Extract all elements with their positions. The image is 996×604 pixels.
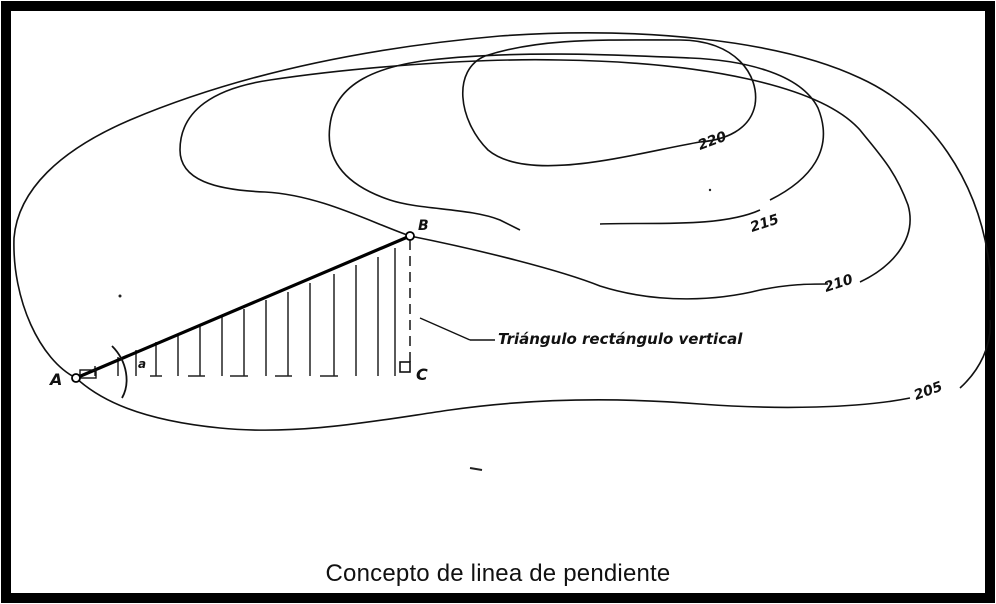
leader-line [419, 317, 471, 341]
right-angle-marker [399, 361, 411, 373]
contour-210-lower [409, 235, 829, 300]
contour-210-label: 210 [822, 271, 855, 295]
contour-205-lower [75, 377, 911, 431]
point-b-label: B [418, 218, 429, 234]
contour-210 [179, 58, 911, 283]
contour-205-right [959, 319, 991, 389]
triangle-hatching [94, 248, 396, 377]
point-a-label: A [48, 370, 62, 389]
contour-205 [13, 32, 991, 379]
contour-215 [328, 53, 825, 231]
contour-215-arc [599, 209, 761, 225]
contour-220-label: 220 [696, 129, 729, 154]
angle-label: a [138, 357, 146, 371]
base-marker [79, 369, 97, 379]
contour-205-label: 205 [912, 379, 945, 404]
point-b-marker [405, 231, 415, 241]
speck [708, 188, 712, 192]
angle-arc [111, 345, 128, 399]
point-a-marker [71, 373, 81, 383]
triangle-label: Triángulo rectángulo vertical [498, 330, 743, 348]
contour-220 [462, 39, 757, 167]
figure-caption: Concepto de linea de pendiente [325, 560, 671, 587]
contour-215-label: 215 [748, 211, 781, 235]
point-c-label: C [416, 365, 428, 384]
slope-line-ab [75, 234, 411, 380]
speck-dash [469, 467, 483, 471]
speck [118, 294, 122, 298]
